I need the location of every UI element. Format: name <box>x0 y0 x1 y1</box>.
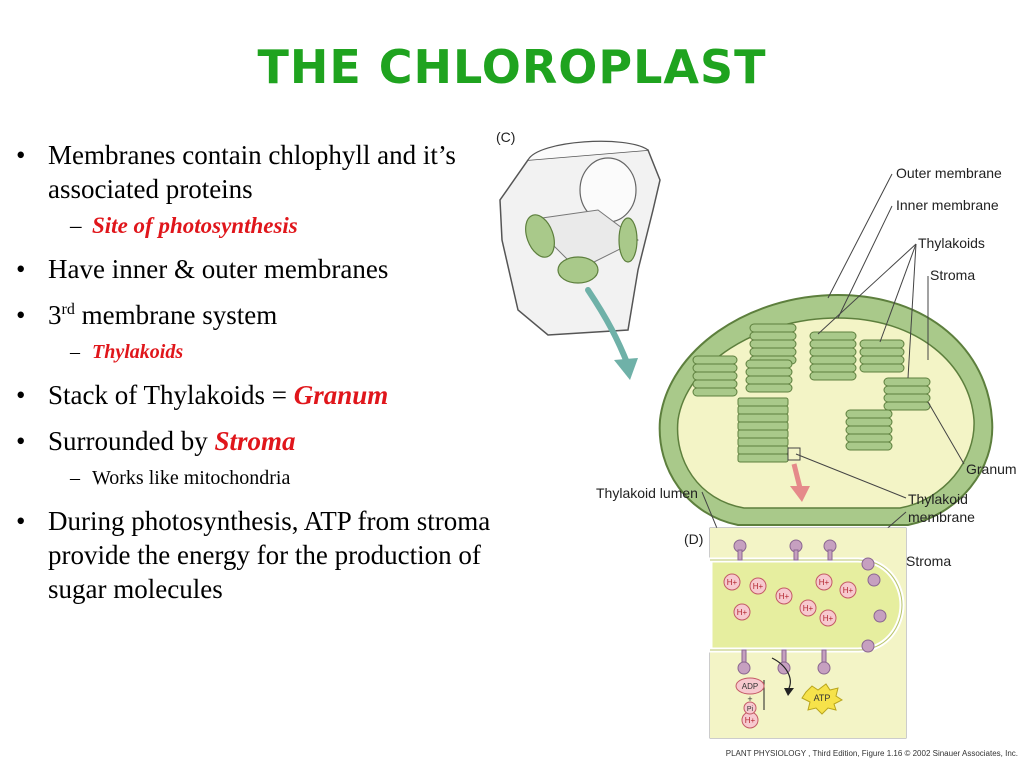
adp-label: ADP <box>742 682 758 691</box>
panel-c-label: (C) <box>496 129 515 145</box>
label-granum: Granum <box>966 461 1017 477</box>
chloroplast-figure: (C) <box>496 129 1017 739</box>
atp-label: ATP <box>814 693 831 703</box>
label-outer-membrane: Outer membrane <box>896 165 1002 181</box>
proton-symbol: H+ <box>745 716 756 725</box>
proton-symbol: H+ <box>823 614 834 623</box>
bullet-third-membrane: 3rd membrane system <box>14 298 492 332</box>
sub-bullet-mitochondria: Works like mitochondria <box>14 464 492 492</box>
plus-sign: + <box>747 694 752 704</box>
bullet-atp: During photosynthesis, ATP from stroma p… <box>14 504 492 606</box>
phosphate-label: Pi <box>747 706 754 713</box>
bullet-inner-outer: Have inner & outer membranes <box>14 252 492 286</box>
ordinal-suffix: rd <box>61 301 75 318</box>
proton-symbol: H+ <box>727 578 738 587</box>
proton-symbol: H+ <box>753 582 764 591</box>
label-thylakoids: Thylakoids <box>918 235 985 251</box>
proton-symbol: H+ <box>779 592 790 601</box>
leader-lines <box>701 173 965 553</box>
label-thylakoid-lumen: Thylakoid lumen <box>596 485 698 501</box>
label-thylakoid-membrane-2: membrane <box>908 509 975 525</box>
label-thylakoid-membrane: Thylakoid <box>908 491 968 507</box>
proton-symbol: H+ <box>803 604 814 613</box>
thylakoid-detail: H+ H+ H+ H+ H+ H+ H+ H+ H+ ADP + Pi ATP <box>707 527 907 739</box>
label-inner-membrane: Inner membrane <box>896 197 999 213</box>
bullet-stack: Stack of Thylakoids = Granum <box>14 378 492 412</box>
emphasis-text: Granum <box>293 380 389 410</box>
sub-bullet-site: Site of photosynthesis <box>14 212 492 240</box>
chloroplast-cross-section <box>658 293 994 526</box>
bullet-membranes: Membranes contain chlophyll and it’s ass… <box>14 138 492 206</box>
bullet-text: membrane system <box>74 300 278 330</box>
label-stroma: Stroma <box>930 267 975 283</box>
proton-symbol: H+ <box>819 578 830 587</box>
emphasis-text: Stroma <box>214 426 296 456</box>
proton-symbol: H+ <box>843 586 854 595</box>
emphasis-text: Thylakoids <box>92 341 184 363</box>
label-stroma-d: Stroma <box>906 553 951 569</box>
slide-title: THE CHLOROPLAST <box>257 40 767 94</box>
bullet-surrounded: Surrounded by Stroma <box>14 424 492 458</box>
bullet-text: Surrounded by <box>48 426 215 456</box>
emphasis-text: Site of photosynthesis <box>92 213 298 238</box>
bullet-list: Membranes contain chlophyll and it’s ass… <box>14 138 492 618</box>
bullet-text: Stack of Thylakoids = <box>48 380 294 410</box>
proton-symbol: H+ <box>737 608 748 617</box>
figure-caption: PLANT PHYSIOLOGY , Third Edition, Figure… <box>725 749 1018 758</box>
ordinal-number: 3 <box>48 300 62 330</box>
sub-bullet-thylakoids: Thylakoids <box>14 338 492 366</box>
panel-d-label: (D) <box>684 531 703 547</box>
cell-sketch <box>499 140 661 380</box>
